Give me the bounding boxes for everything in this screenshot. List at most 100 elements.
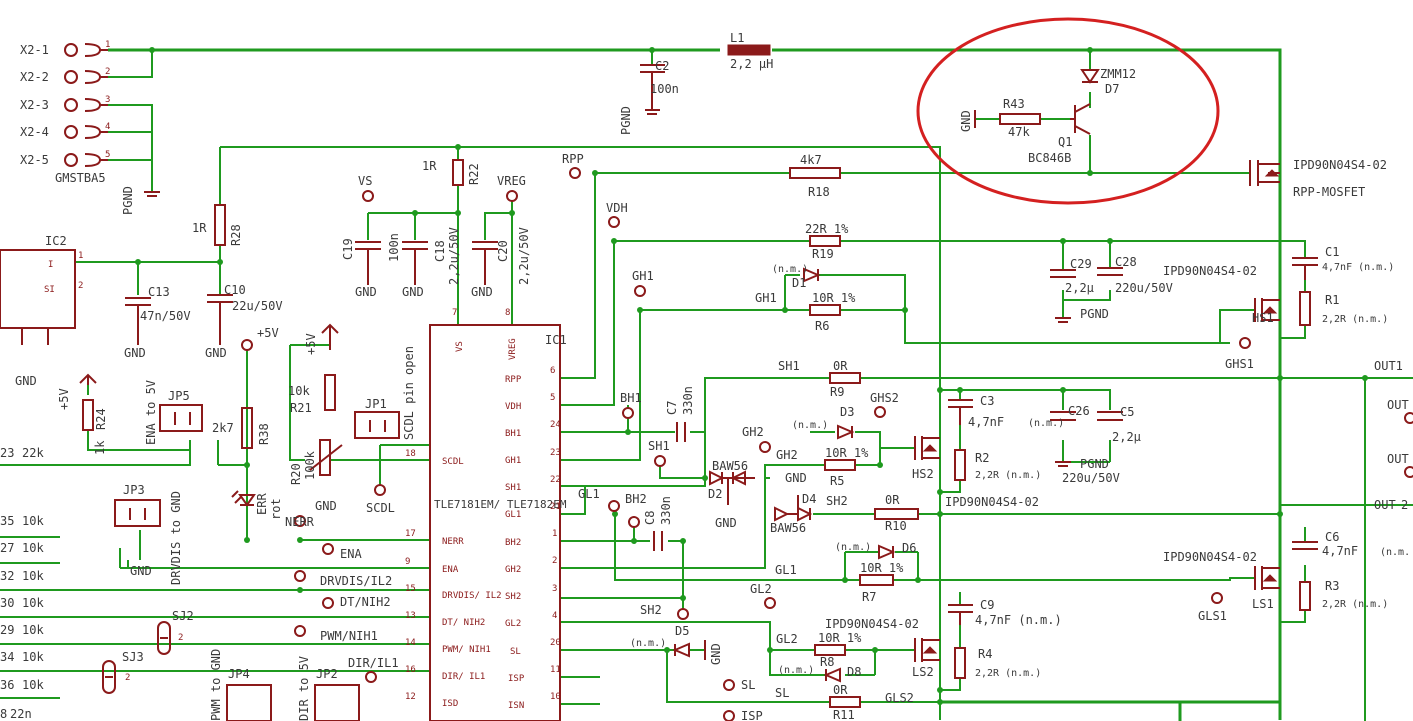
- resistor-value: 10k: [22, 596, 44, 610]
- testpoint-icon[interactable]: [241, 339, 253, 351]
- testpoint-icon[interactable]: [506, 190, 518, 202]
- capacitor-c8: C8 330n: [643, 496, 673, 551]
- net-rpp[interactable]: RPP: [562, 152, 584, 179]
- resistor-icon: [954, 449, 966, 481]
- terminal-icon: [64, 70, 78, 84]
- c20-ref: C20: [496, 240, 510, 262]
- ic1-pin-isd: ISD: [442, 699, 458, 709]
- testpoint-icon[interactable]: [1211, 592, 1223, 604]
- testpoint-icon[interactable]: [608, 500, 620, 512]
- net-label: SH1: [778, 359, 800, 373]
- mosfet-hs2: HS2 IPD90N04S4-02: [912, 436, 1039, 509]
- testpoint-icon[interactable]: [1404, 466, 1413, 478]
- junction: [149, 47, 155, 53]
- mosfet-rpp: IPD90N04S4-02 RPP-MOSFET: [1249, 158, 1387, 199]
- testpoint-icon[interactable]: [1239, 337, 1251, 349]
- r22-ref: R22: [467, 163, 481, 185]
- testpoint-icon[interactable]: [654, 455, 666, 467]
- testpoint-icon[interactable]: [362, 190, 374, 202]
- net-vreg[interactable]: VREG: [497, 174, 526, 202]
- net-isp[interactable]: ISP: [723, 709, 763, 721]
- capacitor-c1: C1 4,7nF (n.m.): [1292, 245, 1394, 280]
- testpoint-icon[interactable]: [365, 671, 377, 683]
- d8-ref: D8: [847, 665, 861, 679]
- c13-value: 47n/50V: [140, 309, 191, 323]
- testpoint-icon[interactable]: [634, 285, 646, 297]
- net-vdh[interactable]: VDH: [606, 201, 628, 228]
- testpoint-icon[interactable]: [294, 515, 306, 527]
- testpoint-icon[interactable]: [723, 710, 735, 721]
- net-sh2[interactable]: SH2: [640, 603, 689, 620]
- c6-note: (n.m.: [1380, 547, 1410, 558]
- mosfet-diode-icon: [922, 444, 938, 452]
- r22-value: 1R: [422, 159, 437, 173]
- c9-value: 4,7nF (n.m.): [975, 613, 1062, 627]
- ls2-value: IPD90N04S4-02: [825, 617, 919, 631]
- net-label: DT/NIH2: [340, 595, 391, 609]
- net-scdl[interactable]: SCDL: [366, 484, 395, 515]
- net-sh1[interactable]: SH1: [648, 439, 670, 467]
- testpoint-icon[interactable]: [1404, 412, 1413, 424]
- mosfet-icon: [914, 638, 940, 662]
- ls1-value: IPD90N04S4-02: [1163, 550, 1257, 564]
- c13-ref: C13: [148, 285, 170, 299]
- terminal-icon: [64, 125, 78, 139]
- net-label: SCDL: [366, 501, 395, 515]
- net-bh1[interactable]: BH1: [620, 391, 642, 419]
- ic1-pin-number: 5: [550, 393, 555, 403]
- hs2-ref: HS2: [912, 467, 934, 481]
- sj3-pin: 2: [125, 673, 130, 683]
- connector-x2: X2-1 X2-2 X2-3 X2-4 X2-5 1 2 3 4 5 GMSTB…: [20, 40, 160, 215]
- testpoint-icon[interactable]: [294, 570, 306, 582]
- testpoint-icon[interactable]: [874, 406, 886, 418]
- testpoint-icon[interactable]: [322, 543, 334, 555]
- r8-ref: R8: [820, 655, 834, 669]
- vreg-bus-wire: [484, 200, 513, 325]
- ic1-pin-number: 3: [552, 584, 557, 594]
- net-p5v[interactable]: +5V: [241, 326, 279, 351]
- c3-value: 4,7nF: [968, 415, 1004, 429]
- testpoint-icon[interactable]: [677, 608, 689, 620]
- resistor-icon: [824, 459, 856, 471]
- d1-ref: D1: [792, 276, 806, 290]
- testpoint-icon[interactable]: [294, 625, 306, 637]
- net-ghs2[interactable]: GHS2: [870, 391, 899, 418]
- net-gl1[interactable]: GL1 GL1: [578, 487, 797, 577]
- ic2: IC2 I SI 1 2 GND: [0, 234, 83, 388]
- testpoint-icon[interactable]: [723, 679, 735, 691]
- c7-value: 330n: [681, 386, 695, 415]
- hs1-value: IPD90N04S4-02: [1163, 264, 1257, 278]
- resistor-ref: 34: [0, 650, 14, 664]
- net-bh2[interactable]: BH2: [625, 492, 647, 528]
- pin-number: 3: [105, 95, 110, 105]
- rpp-pin-wire: [560, 173, 596, 379]
- testpoint-icon[interactable]: [628, 516, 640, 528]
- net-gh1[interactable]: GH1 GH1: [632, 269, 777, 305]
- supply-5v-arrow: +5V: [304, 323, 339, 355]
- net-gl2[interactable]: GL2 GL2: [750, 582, 798, 646]
- net-sl[interactable]: SL SL: [723, 678, 789, 700]
- net-vs[interactable]: VS: [358, 174, 374, 202]
- r3-ref: R3: [1325, 579, 1339, 593]
- npn-transistor-icon: [1070, 103, 1091, 135]
- capacitor-c9: C9 4,7nF (n.m.): [948, 598, 1062, 627]
- net-nerr[interactable]: NERR: [285, 515, 315, 529]
- net-label: GHS2: [870, 391, 899, 405]
- junction: [937, 511, 943, 517]
- testpoint-icon[interactable]: [569, 167, 581, 179]
- net-gls1[interactable]: GLS1: [1198, 592, 1227, 623]
- testpoint-icon[interactable]: [374, 484, 386, 496]
- net-ghs1[interactable]: GHS1: [1225, 337, 1254, 371]
- junction: [631, 538, 637, 544]
- d7-value: ZMM12: [1100, 67, 1136, 81]
- ls2-ref: LS2: [912, 665, 934, 679]
- net-gh2[interactable]: GH2 GH2: [742, 425, 798, 462]
- testpoint-icon[interactable]: [622, 407, 634, 419]
- testpoint-icon[interactable]: [759, 441, 771, 453]
- testpoint-icon[interactable]: [322, 597, 334, 609]
- testpoint-icon[interactable]: [608, 216, 620, 228]
- capacitor-c10: C10 22u/50V GND: [205, 283, 283, 360]
- c2-net: PGND: [619, 106, 633, 135]
- connector-name: GMSTBA5: [55, 171, 106, 185]
- testpoint-icon[interactable]: [764, 597, 776, 609]
